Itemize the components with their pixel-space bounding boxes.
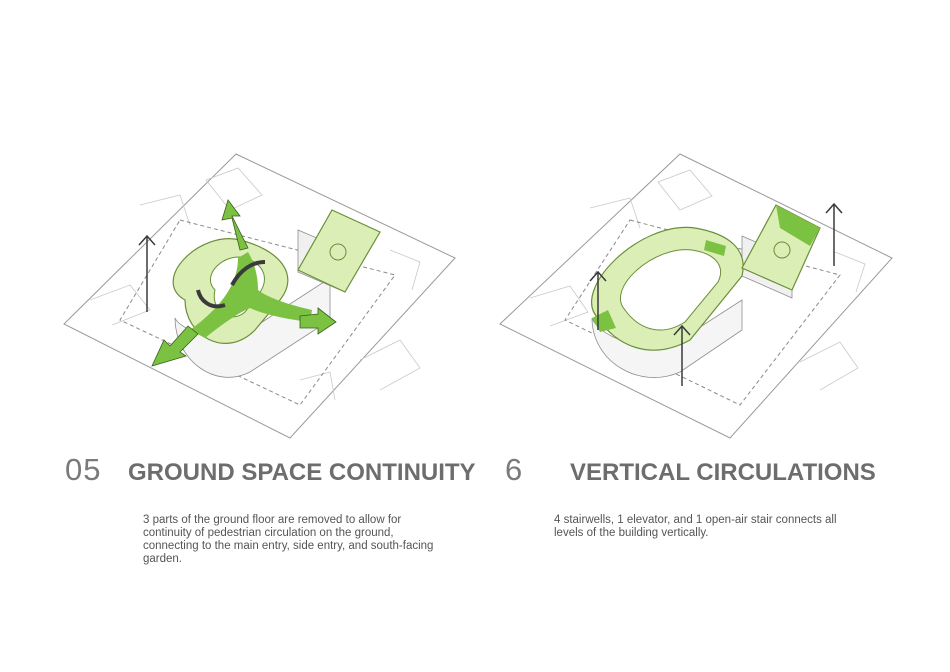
section-title: VERTICAL CIRCULATIONS: [570, 459, 876, 486]
section-description: 3 parts of the ground floor are removed …: [143, 514, 433, 566]
court-center-circle: [329, 243, 347, 261]
vertical-arrow-icon: [589, 270, 607, 330]
court-center-circle: [773, 241, 791, 259]
context-linework: [89, 167, 421, 401]
curved-arrow-icon: [230, 260, 266, 286]
ground-void-green: [190, 252, 312, 338]
dark-curved-arrows: [196, 260, 266, 309]
description-line: connecting to the main entry, side entry…: [143, 540, 434, 552]
section-title: GROUND SPACE CONTINUITY: [128, 459, 476, 486]
panel-vertical-circulations: 6 VERTICAL CIRCULATIONS 4 stairwells, 1 …: [480, 0, 950, 672]
basketball-court: [297, 209, 381, 293]
description-line: continuity of pedestrian circulation on …: [143, 527, 394, 539]
green-arrows: [151, 199, 337, 367]
section-number: 05: [65, 452, 102, 487]
stairwell-highlight: [704, 240, 726, 256]
ground-space-axonometric-diagram: [63, 153, 456, 439]
description-line: levels of the building vertically.: [554, 527, 709, 539]
panel-ground-space-continuity: 05 GROUND SPACE CONTINUITY 3 parts of th…: [63, 153, 476, 566]
section-number: 6: [505, 452, 524, 487]
context-linework: [529, 169, 866, 391]
curved-arrow-icon: [196, 289, 226, 309]
description-line: garden.: [143, 553, 183, 565]
vertical-arrows: [589, 202, 843, 386]
section-description: 4 stairwells, 1 elevator, and 1 open-air…: [554, 514, 837, 540]
arrow-main-entry-icon: [221, 199, 249, 251]
track-inner-void: [619, 249, 722, 331]
description-line: 3 parts of the ground floor are removed …: [143, 514, 402, 526]
vertical-arrow-icon: [673, 324, 691, 386]
arrow-south-garden-icon: [151, 325, 199, 367]
arrow-side-entry-icon: [299, 307, 337, 335]
vertical-arrow-icon: [138, 234, 156, 312]
description-line: 4 stairwells, 1 elevator, and 1 open-air…: [554, 514, 837, 526]
vertical-circulation-axonometric-diagram: [499, 153, 893, 439]
open-air-stair: [776, 205, 820, 246]
site-boundary: [564, 219, 841, 406]
vertical-arrow-icon: [825, 202, 843, 266]
